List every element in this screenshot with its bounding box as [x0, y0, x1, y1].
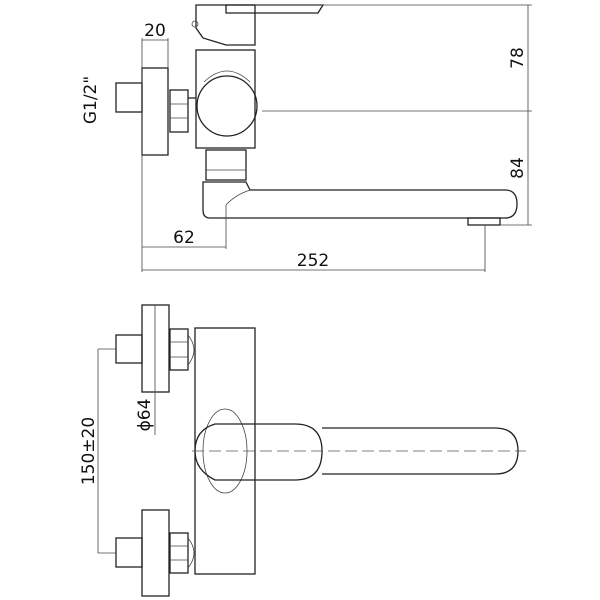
- wall-flange: [141, 67, 169, 156]
- dim-thread-size: G1/2": [81, 76, 101, 124]
- dim-spout-height: 84: [508, 157, 528, 179]
- spout: [202, 181, 518, 219]
- dim-total-reach: 252: [297, 251, 329, 271]
- mixer-body: [195, 49, 256, 149]
- lower-wall-flange: [141, 509, 170, 597]
- side-view: 20 G1/2" 78 84 62 252: [81, 4, 532, 272]
- dim-top-height: 78: [508, 47, 528, 69]
- lower-nut: [169, 532, 189, 574]
- aerator: [467, 217, 501, 226]
- upper-inlet-stub: [115, 334, 143, 364]
- upper-nut: [169, 328, 189, 371]
- dim-inlet-spacing: 150±20: [79, 417, 99, 485]
- inlet-pipe-stub: [115, 82, 143, 113]
- connection-nut: [169, 89, 189, 133]
- lever-handle: [225, 4, 325, 14]
- dim-flange-depth: 20: [144, 21, 166, 41]
- lever-hub: [194, 423, 323, 481]
- dim-spout-offset: 62: [173, 228, 195, 248]
- top-view: ϕ64 150±20: [79, 304, 526, 597]
- upper-wall-flange: [141, 304, 170, 393]
- diverter-knob: [196, 75, 258, 137]
- swivel-nut: [205, 149, 247, 181]
- dim-flange-diameter: ϕ64: [135, 399, 155, 432]
- lower-inlet-stub: [115, 537, 143, 568]
